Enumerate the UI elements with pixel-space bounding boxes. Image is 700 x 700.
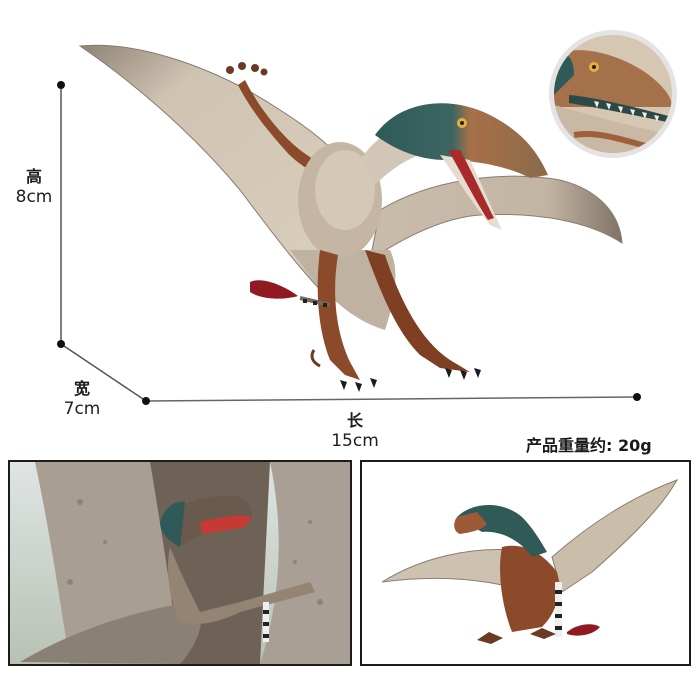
height-label: 高 8cm bbox=[8, 166, 60, 208]
height-top-dot bbox=[57, 81, 65, 89]
height-value: 8cm bbox=[15, 187, 53, 207]
width-value: 7cm bbox=[63, 399, 101, 419]
length-end-dot bbox=[633, 393, 641, 401]
dimension-lines bbox=[57, 81, 641, 405]
width-label: 宽 7cm bbox=[56, 378, 108, 420]
width-label-zh: 宽 bbox=[73, 379, 90, 398]
length-value: 15cm bbox=[331, 431, 379, 451]
main-product-image bbox=[78, 44, 623, 392]
head-detail-inset bbox=[549, 30, 677, 158]
photo-tree-scene bbox=[8, 460, 352, 666]
photo-white-background bbox=[360, 460, 691, 666]
weight-text: 产品重量约: 20g bbox=[526, 436, 652, 455]
length-label-zh: 长 bbox=[346, 411, 363, 430]
width-end-dot bbox=[142, 397, 150, 405]
corner-dot bbox=[57, 340, 65, 348]
height-label-zh: 高 bbox=[25, 167, 42, 186]
length-label: 长 15cm bbox=[320, 410, 390, 452]
